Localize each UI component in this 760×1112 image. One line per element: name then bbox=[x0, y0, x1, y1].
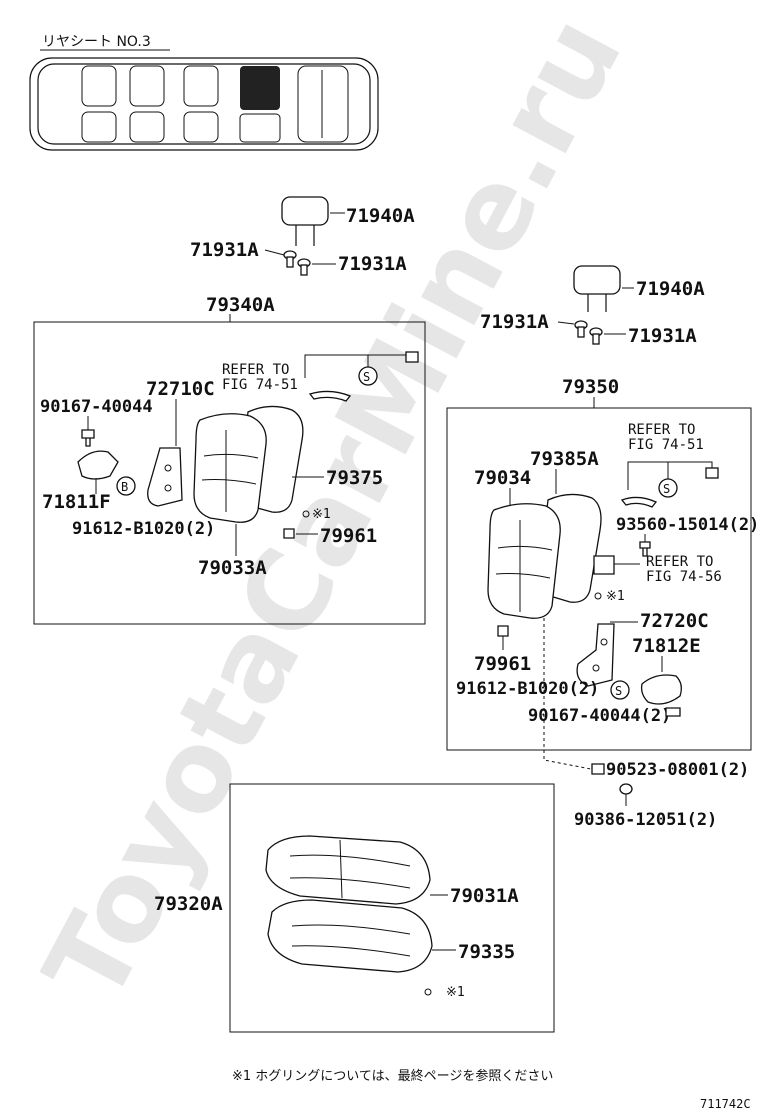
handle-right-icon bbox=[620, 496, 658, 508]
label-support-right-a: 71931A bbox=[480, 311, 549, 333]
label-back-cover-right: 79385A bbox=[530, 448, 599, 470]
circle-b bbox=[116, 476, 136, 496]
circle-s-right-2 bbox=[610, 680, 630, 700]
support-right-icon bbox=[574, 320, 603, 345]
label-back-pad-left: 79033A bbox=[198, 557, 267, 579]
circle-s-left bbox=[358, 366, 378, 386]
cushion-frame bbox=[229, 783, 555, 1033]
label-back-cover-left: 79375 bbox=[326, 467, 383, 489]
assy-right-frame bbox=[446, 407, 752, 751]
screw-right-icon bbox=[639, 541, 651, 557]
svg-text:S: S bbox=[363, 370, 370, 384]
label-bolt-left: 90167-40044 bbox=[40, 397, 153, 417]
headrest-left-icon bbox=[281, 196, 329, 246]
label-assy-right: 79350 bbox=[562, 376, 619, 398]
label-hinge-left: 72710C bbox=[146, 378, 215, 400]
bolt-left-icon bbox=[81, 429, 95, 447]
clip-left-icon bbox=[405, 351, 419, 363]
seatback-pad-right-icon bbox=[487, 493, 602, 619]
cover-left-icon bbox=[77, 450, 119, 480]
label-cover-right: 71812E bbox=[632, 635, 701, 657]
vehicle-layout-icon bbox=[29, 57, 379, 151]
label-mark-right: ※1 bbox=[606, 589, 625, 604]
label-refer-left-1: REFER TO bbox=[222, 362, 289, 378]
label-cap: 90386-12051(2) bbox=[574, 810, 717, 830]
svg-text:S: S bbox=[615, 684, 622, 698]
label-hinge-right: 72720C bbox=[640, 610, 709, 632]
label-nut-left: 91612-B1020(2) bbox=[72, 519, 215, 539]
label-refer-right-3: REFER TO bbox=[646, 554, 713, 570]
label-assy-left: 79340A bbox=[206, 294, 275, 316]
label-nut-right: 91612-B1020(2) bbox=[456, 679, 599, 699]
washer-icon bbox=[591, 763, 605, 775]
hinge-left-icon bbox=[147, 447, 183, 507]
label-support-left-a: 71931A bbox=[190, 239, 259, 261]
bolt-right-icon bbox=[665, 707, 681, 717]
clip-right-small-icon bbox=[497, 625, 509, 637]
cover-right-icon bbox=[640, 674, 682, 705]
seatback-pad-left-icon bbox=[193, 405, 304, 523]
label-back-pad-right: 79034 bbox=[474, 467, 531, 489]
cushion-cover-icon bbox=[267, 899, 433, 973]
label-cushion-assy: 79320A bbox=[154, 893, 223, 915]
label-cushion-cover: 79335 bbox=[458, 941, 515, 963]
assy-left-frame bbox=[33, 321, 426, 625]
label-clip-left: 79961 bbox=[320, 525, 377, 547]
label-headrest-left: 71940A bbox=[346, 205, 415, 227]
bracket-right-icon bbox=[593, 555, 615, 575]
label-clip-right: 79961 bbox=[474, 653, 531, 675]
hinge-right-icon bbox=[576, 623, 615, 687]
label-mark-left: ※1 bbox=[312, 507, 331, 522]
label-refer-right-2: FIG 74-51 bbox=[628, 437, 704, 453]
clip-right-icon bbox=[705, 467, 719, 479]
label-refer-right-1: REFER TO bbox=[628, 422, 695, 438]
label-headrest-right: 71940A bbox=[636, 278, 705, 300]
svg-text:S: S bbox=[663, 482, 670, 496]
header-title: リヤシート NO.3 bbox=[42, 34, 151, 50]
label-cushion-pad: 79031A bbox=[450, 885, 519, 907]
label-support-right-b: 71931A bbox=[628, 325, 697, 347]
label-refer-right-4: FIG 74-56 bbox=[646, 569, 722, 585]
cap-icon bbox=[619, 783, 633, 795]
label-washer: 90523-08001(2) bbox=[606, 760, 749, 780]
label-support-left-b: 71931A bbox=[338, 253, 407, 275]
cushion-pad-icon bbox=[265, 835, 431, 905]
label-cover-left: 71811F bbox=[42, 491, 111, 513]
label-refer-left-2: FIG 74-51 bbox=[222, 377, 298, 393]
label-mark-cushion: ※1 bbox=[446, 985, 465, 1000]
circle-s-right-1 bbox=[658, 478, 678, 498]
svg-text:B: B bbox=[121, 480, 128, 494]
label-bolt-right: 90167-40044(2) bbox=[528, 706, 671, 726]
footnote: ※1 ホグリングについては、最終ページを参照ください bbox=[232, 1068, 553, 1084]
clip-left-small-icon bbox=[283, 528, 295, 539]
headrest-right-icon bbox=[573, 265, 621, 312]
handle-left-icon bbox=[308, 390, 352, 402]
label-screw-right: 93560-15014(2) bbox=[616, 515, 759, 535]
support-left-icon bbox=[283, 250, 311, 276]
figure-code: 711742C bbox=[700, 1097, 751, 1111]
